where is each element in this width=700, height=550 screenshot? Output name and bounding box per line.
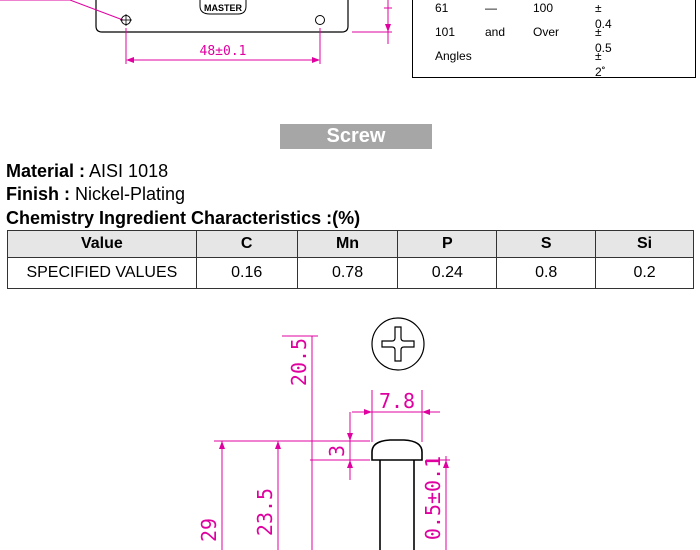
table-cell: 0.78 bbox=[296, 257, 399, 289]
dimension-head-diameter: 7.8 bbox=[352, 389, 440, 442]
column-header: Value bbox=[7, 230, 197, 258]
table-cell: 0.2 bbox=[595, 257, 694, 289]
master-logo: MASTER bbox=[199, 0, 247, 15]
table-cell: SPECIFIED VALUES bbox=[7, 257, 197, 289]
dimension-overall-height: 20.5 bbox=[282, 335, 318, 550]
column-header: C bbox=[195, 230, 298, 258]
screw-profile bbox=[371, 439, 423, 550]
column-header: Mn bbox=[296, 230, 399, 258]
material-label: Material : bbox=[6, 161, 86, 181]
svg-text:0.5±0.1: 0.5±0.1 bbox=[421, 456, 445, 540]
top-drawing: MASTER 48±0.1 bbox=[0, 0, 392, 64]
finish-line: Finish : Nickel-Plating bbox=[6, 183, 185, 205]
tolerance-table: 61 — 100 ± 0.4 101 and Over ± 0.5 Angles… bbox=[412, 0, 696, 79]
leader-line bbox=[69, 0, 124, 21]
chemistry-table: Value C Mn P S Si SPECIFIED VALUES 0.16 … bbox=[7, 230, 694, 289]
column-header: S bbox=[496, 230, 597, 258]
table-row: SPECIFIED VALUES 0.16 0.78 0.24 0.8 0.2 bbox=[7, 257, 694, 289]
width-dimension: 48±0.1 bbox=[200, 44, 247, 59]
right-hole bbox=[315, 15, 325, 25]
svg-text:3: 3 bbox=[325, 445, 349, 457]
chemistry-heading: Chemistry Ingredient Characteristics :(%… bbox=[6, 208, 361, 228]
table-header-row: Value C Mn P S Si bbox=[7, 230, 694, 258]
table-cell: 0.8 bbox=[496, 257, 597, 289]
finish-label: Finish : bbox=[6, 184, 70, 204]
section-title: Screw bbox=[280, 124, 432, 149]
svg-text:MASTER: MASTER bbox=[204, 3, 243, 13]
dimension-length-a: 29 bbox=[197, 441, 225, 550]
svg-text:7.8: 7.8 bbox=[379, 389, 415, 413]
table-cell: 0.24 bbox=[397, 257, 498, 289]
svg-text:29: 29 bbox=[197, 518, 221, 542]
svg-text:20.5: 20.5 bbox=[287, 338, 311, 386]
column-header: P bbox=[397, 230, 498, 258]
dimension-length-b: 23.5 bbox=[253, 441, 281, 550]
svg-text:23.5: 23.5 bbox=[253, 488, 277, 536]
finish-value: Nickel-Plating bbox=[70, 184, 186, 204]
dimension-shank: 0.5±0.1 bbox=[421, 456, 450, 550]
material-value: AISI 1018 bbox=[85, 161, 169, 181]
material-line: Material : AISI 1018 bbox=[6, 160, 168, 182]
phillips-head-icon bbox=[371, 317, 425, 371]
table-cell: 0.16 bbox=[195, 257, 298, 289]
plate-outline bbox=[95, 0, 349, 33]
dimension-head-height: 3 bbox=[325, 412, 353, 480]
column-header: Si bbox=[595, 230, 694, 258]
